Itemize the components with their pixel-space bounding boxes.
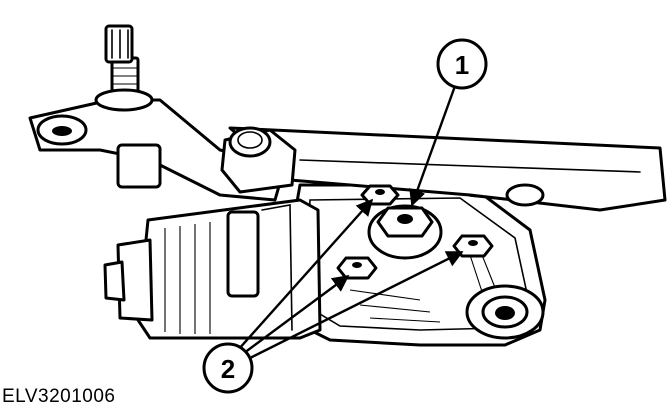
- central-nut: [367, 204, 443, 260]
- callout-2-label: 2: [221, 354, 235, 384]
- link-pivot: [220, 126, 297, 194]
- figure-code: ELV3201006: [2, 386, 116, 407]
- leader-1: [409, 85, 457, 207]
- retaining-bolt-right: [452, 234, 494, 258]
- wiper-motor: [103, 198, 322, 340]
- retaining-bolt-left: [336, 256, 378, 280]
- callout-1-label: 1: [455, 50, 469, 80]
- callout-2: 2: [202, 342, 254, 394]
- leader-2a: [237, 198, 374, 351]
- wiper-spindle: [94, 24, 154, 112]
- callout-1: 1: [436, 38, 488, 90]
- leader-2b: [239, 275, 350, 357]
- leader-2c: [245, 250, 464, 362]
- mounting-grommet: [465, 284, 545, 340]
- retaining-bolt-upper: [360, 184, 400, 206]
